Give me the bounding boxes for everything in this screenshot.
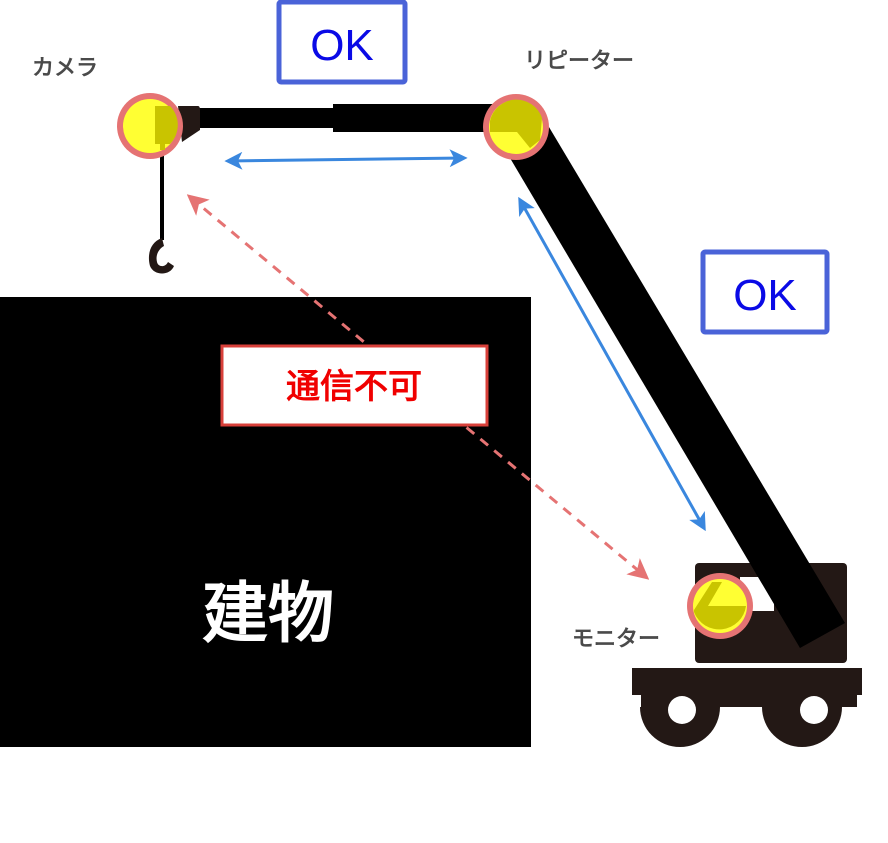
crane-boom-horizontal (178, 104, 513, 142)
monitor-node (687, 573, 753, 639)
repeater-node (483, 94, 549, 160)
link-camera-repeater (224, 149, 468, 170)
camera-label: カメラ (32, 56, 98, 81)
status-ok-top-text: OK (310, 21, 374, 70)
wheel-rear (800, 696, 828, 724)
repeater-label: リピーター (524, 49, 634, 74)
status-box-no-comm: 通信不可 (220, 344, 489, 427)
hook-icon (148, 150, 174, 274)
status-box-ok-top: OK (276, 0, 408, 85)
status-ok-right-text: OK (733, 271, 797, 320)
status-no-comm-text: 通信不可 (286, 367, 422, 407)
wheel-front (668, 696, 696, 724)
crane-boom-diagonal (497, 112, 845, 648)
monitor-label: モニター (572, 627, 660, 652)
camera-node (117, 93, 183, 159)
building-label: 建物 (202, 575, 334, 652)
status-box-ok-right: OK (700, 249, 830, 335)
